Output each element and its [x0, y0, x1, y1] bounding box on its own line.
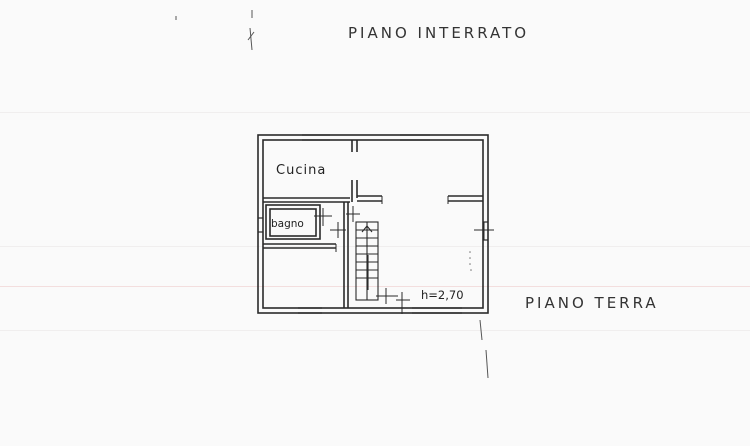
floor-title-ground: PIANO TERRA — [525, 294, 659, 312]
windows — [258, 134, 488, 314]
cross-marks — [314, 206, 494, 314]
room-label-kitchen: Cucina — [276, 163, 326, 178]
room-label-bathroom: bagno — [271, 218, 304, 230]
height-note: h=2,70 — [421, 288, 464, 302]
dotted-hint — [469, 251, 472, 271]
staircase — [355, 221, 379, 301]
scan-marks — [175, 10, 489, 379]
scan-line — [0, 330, 750, 331]
floor-title-basement: PIANO INTERRATO — [348, 24, 530, 42]
door-stubs — [335, 196, 449, 252]
scan-line — [0, 112, 750, 113]
scan-line — [0, 286, 750, 287]
outer-walls — [257, 134, 489, 314]
interior-walls — [263, 140, 483, 308]
